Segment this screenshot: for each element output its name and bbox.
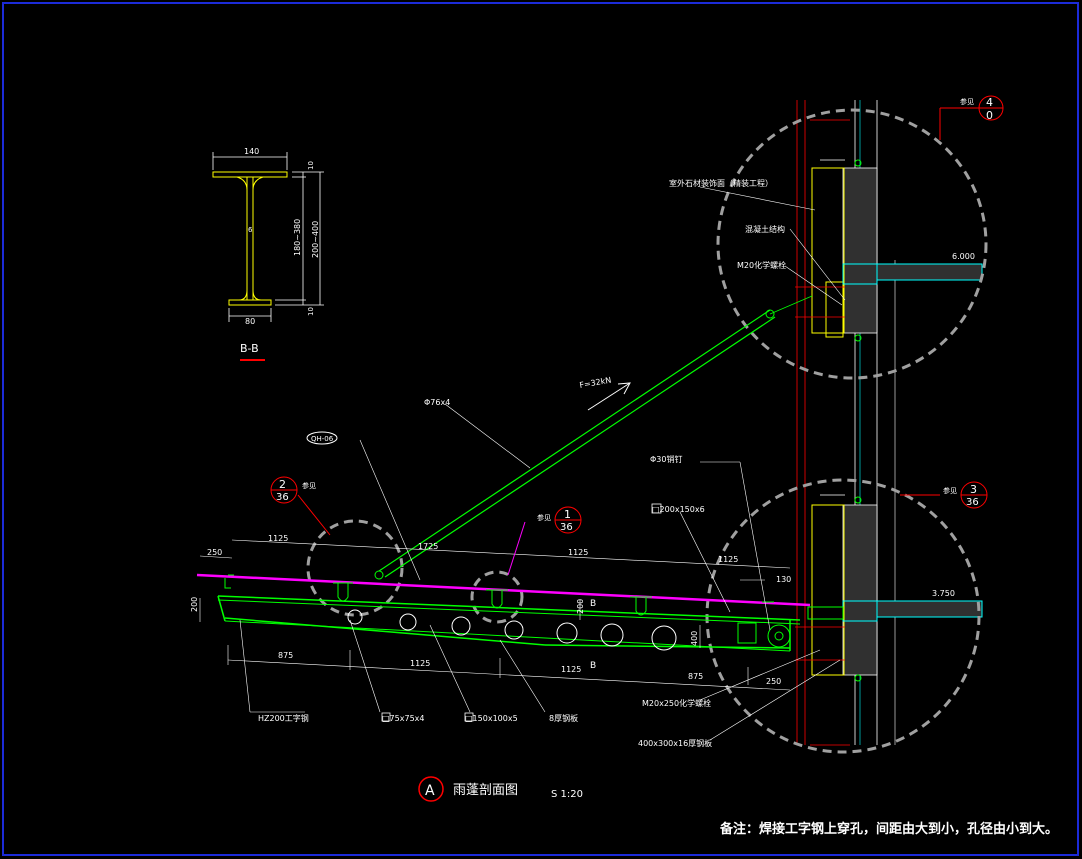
dim-1125-e: 1125 [561,665,581,674]
label-force: F=32kN [579,376,612,390]
dim-875-a: 875 [278,651,293,660]
detail-circles [306,108,988,754]
dim-250: 250 [207,548,222,557]
dim-875-b: 875 [688,672,703,681]
callout-4-0-top: 4 [986,96,993,109]
section-bb: 140 80 10 10 180~380 200~400 6 B-B [212,147,324,361]
dim-1125-d: 1125 [410,659,430,668]
label-pin: Φ30销钉 [650,454,682,464]
bb-dim-bottom: 80 [245,317,255,326]
beam-dimensions [199,539,791,691]
bb-dim-flange-top: 10 [307,161,315,170]
callout-4-0-prefix: 参见 [960,97,974,106]
label-concrete: 混凝土结构 [745,224,785,234]
bb-dim-top: 140 [244,147,259,156]
drawing-title: A 雨蓬剖面图 S 1:20 [418,776,583,802]
label-level-top: 6.000 [952,252,975,261]
label-plate-400: 400x300x16厚钢板 [638,738,712,748]
title-name: 雨蓬剖面图 [453,783,518,798]
label-level-bottom: 3.750 [932,589,955,598]
callout-1-36-top: 1 [564,508,571,521]
dim-1125-a: 1125 [268,534,288,543]
label-pipe: Φ76x4 [424,398,450,407]
callout-2-36-top: 2 [279,478,286,491]
callout-2-36-prefix: 参见 [302,481,316,490]
callout-3-36: 3 36 参见 [943,481,988,509]
callout-1-36-prefix: 参见 [537,513,551,522]
bb-dim-web: 180~380 [293,219,302,256]
label-section-b-top: B [590,599,596,609]
callout-3-36-bottom: 36 [966,497,979,508]
dim-250-b: 250 [766,677,781,686]
label-tube-200: □200x150x6 [652,505,705,514]
dim-1125-c: 1125 [718,555,738,564]
dim-200-left: 200 [190,597,199,612]
remark-note: 备注：焊接工字钢上穿孔，间距由大到小，孔径由小到大。 [720,822,1059,837]
leader-lines [239,186,846,741]
tie-pipe [378,295,813,578]
label-tube-150: □150x100x5 [465,714,518,723]
beam-hole [600,623,624,647]
callout-1-36-bottom: 36 [560,522,573,533]
dim-130: 130 [776,575,791,584]
label-m20-bolt: M20化学螺栓 [737,260,786,270]
dimension-texts: 250 1125 1725 1125 1125 130 200 200 400 … [190,534,791,686]
beam-hole [451,616,471,636]
bb-dim-total: 200~400 [311,221,320,258]
beam-hole [556,622,578,644]
force-arrow [587,382,631,411]
label-bolt-m20-250: M20x250化学螺栓 [642,698,711,708]
wall-structure [795,100,983,746]
callout-qh-text: QH-06 [311,435,334,443]
callout-3-36-prefix: 参见 [943,486,957,495]
dim-1725: 1725 [418,542,438,551]
dim-1125-b: 1125 [568,548,588,557]
beam-hole [399,613,417,631]
callout-3-36-top: 3 [970,483,977,496]
callout-1-36: 1 36 参见 [537,506,582,534]
label-angle-75: □75x75x4 [382,714,424,723]
beam-hole [651,625,677,651]
label-stone-facade: 室外石材装饰面（精装工程） [669,178,773,188]
title-scale: S 1:20 [551,789,583,800]
canopy-beam [196,309,844,652]
callout-4-0-bottom: 0 [986,109,993,122]
callout-2-36-bottom: 36 [276,492,289,503]
callout-2-36: 2 36 参见 [270,476,316,504]
beam-hole [504,620,524,640]
bb-dim-flange-bottom: 10 [307,307,315,316]
beam-hole [347,609,363,625]
label-plate-8: 8厚钢板 [549,713,578,723]
bb-web-mark: 6 [248,226,253,234]
label-section-b-bottom: B [590,661,596,671]
title-mark: A [425,783,435,799]
callout-4-0: 4 0 参见 [960,95,1004,122]
label-hz200: HZ200工字钢 [258,713,309,723]
dim-200-mid: 200 [576,599,585,614]
bb-label: B-B [240,342,259,355]
callout-qh: QH-06 [306,431,338,445]
dim-400: 400 [690,631,699,646]
